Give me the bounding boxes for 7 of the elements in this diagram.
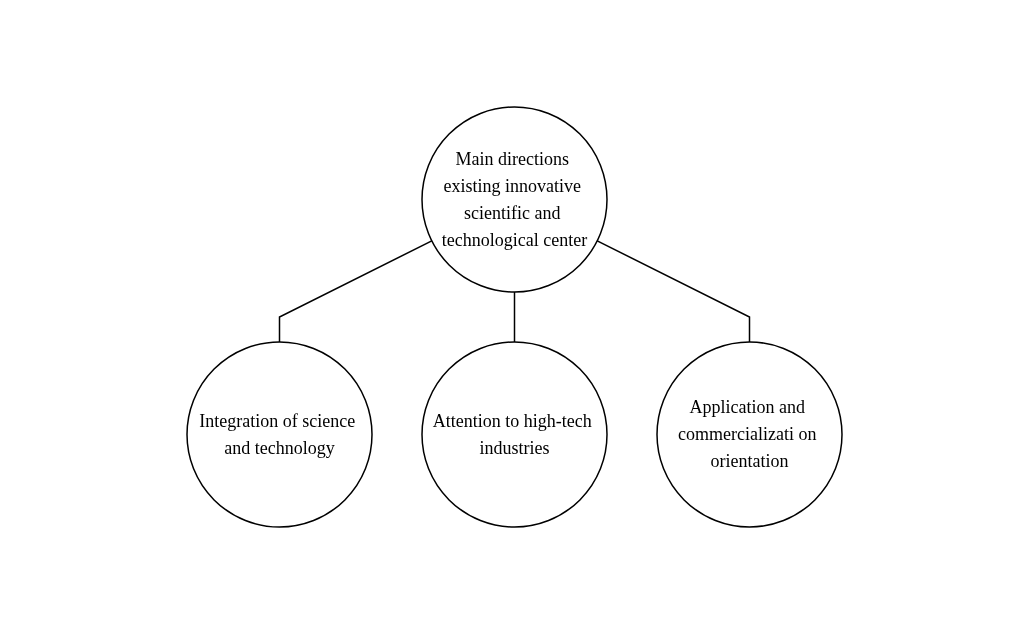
node-circle: Attention to high-tech industries: [420, 341, 608, 528]
connector: [596, 240, 750, 343]
node-circle: Application and commercializati on orientation: [655, 341, 843, 528]
connector: [278, 240, 432, 343]
node-circle: Integration of science and technology: [185, 341, 373, 528]
node-circle: Main directions existing innovative scientific and technological center: [420, 106, 608, 293]
connector: [513, 291, 515, 343]
